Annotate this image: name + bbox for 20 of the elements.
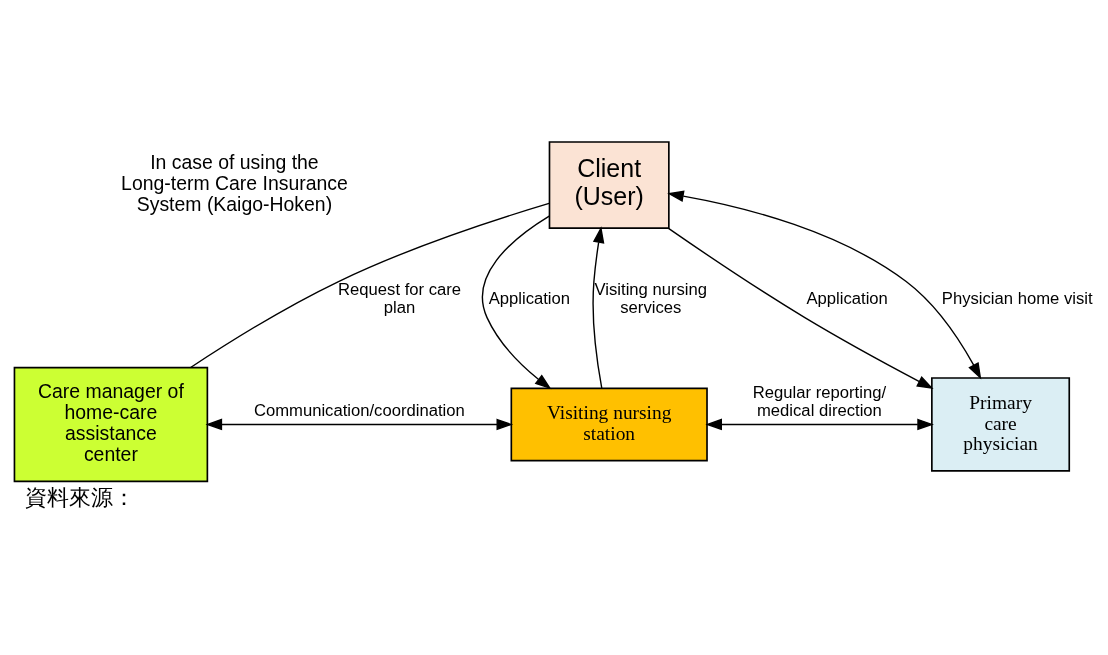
edge-label: Communication/coordination	[253, 400, 465, 420]
arrow	[667, 189, 982, 379]
node-box: Primary care physician	[931, 376, 1071, 472]
edge-label: Request for care plan	[338, 279, 462, 317]
edge-label: Application	[806, 288, 888, 308]
node-box: Visiting nursing station	[510, 387, 708, 461]
arrow	[205, 418, 514, 430]
edge-label: Physician home visit	[941, 288, 1093, 308]
label: In case of using the Long-term Care Insurance System (Kaigo-Hoken)	[121, 150, 348, 215]
arrow	[667, 226, 934, 389]
node-box: Care manager of home-care assistance center	[13, 366, 209, 482]
arrow	[481, 214, 552, 389]
edge-label: Application	[488, 288, 571, 308]
arrow	[592, 225, 605, 389]
connector	[189, 202, 550, 368]
node-box: Client (User)	[548, 140, 670, 229]
arrow	[705, 418, 934, 430]
edge-label: Visiting nursing services	[594, 279, 708, 317]
edge-label: Regular reporting/ medical direction	[752, 382, 887, 420]
caption: 資料來源：	[25, 484, 136, 510]
